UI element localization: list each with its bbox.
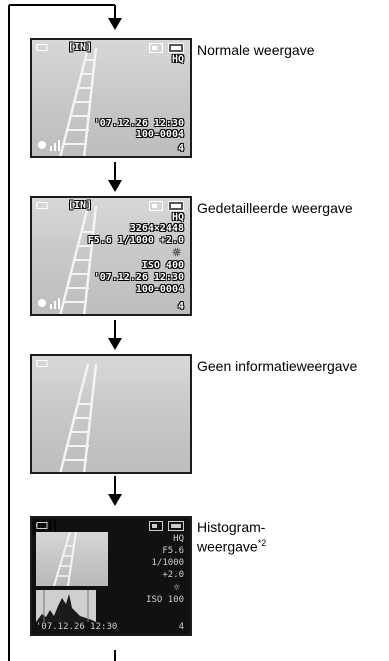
print-reserve-icon — [149, 201, 163, 211]
lcd-normal-display: [IN] HQ '07.12.26 12:30 100-0004 4 — [30, 38, 192, 158]
datetime: '07.12.26 12:30 — [93, 118, 184, 129]
lcd-no-info-display — [30, 354, 192, 474]
iso-value: ISO 100 — [146, 595, 184, 605]
quality-indicator: HQ — [171, 54, 184, 65]
iso-value: ISO 400 — [141, 260, 184, 271]
frame-number: 4 — [178, 622, 184, 632]
sound-signal-icon — [38, 140, 60, 151]
protect-icon — [168, 201, 184, 211]
label-histogram-display: Histogram- weergave*2 — [197, 519, 266, 555]
battery-icon — [36, 522, 48, 529]
shutter-speed: 1/1000 — [151, 558, 184, 568]
battery-icon — [36, 202, 48, 209]
exposure-compensation: +2.0 — [162, 570, 184, 580]
print-reserve-icon — [149, 43, 163, 53]
file-number: 100-0004 — [135, 129, 184, 140]
battery-icon — [36, 360, 48, 367]
ladder-image — [59, 206, 98, 314]
protect-icon — [168, 521, 184, 531]
footnote-marker: *2 — [257, 538, 267, 548]
frame-number: 4 — [177, 301, 184, 312]
memory-indicator: [IN] — [68, 200, 93, 211]
frame-number: 4 — [177, 143, 184, 154]
datetime: '07.12.26 12:30 — [93, 272, 184, 283]
lcd-histogram-display: [IN] HQ F5.6 1/1000 +2.0 ☼ ISO 100 '07.1… — [30, 516, 192, 636]
down-arrow-icon — [108, 494, 122, 506]
file-number: 100-0004 — [135, 284, 184, 295]
label-detailed-display: Gedetailleerde weergave — [197, 200, 353, 216]
quality-indicator: HQ — [171, 212, 184, 223]
histogram-graph — [36, 590, 96, 622]
protect-icon — [168, 43, 184, 53]
down-arrow-icon — [108, 180, 122, 192]
battery-icon — [36, 44, 48, 51]
print-reserve-icon — [149, 521, 163, 531]
aperture-value: F5.6 — [162, 546, 184, 556]
memory-indicator: [IN] — [68, 42, 93, 53]
datetime: '07.12.26 12:30 — [36, 622, 118, 632]
thumbnail-image — [36, 532, 108, 586]
label-line-2: weergave — [197, 538, 258, 555]
lcd-detailed-display: [IN] HQ 3264×2448 F5.6 1/1000 +2.0 ☼ ISO… — [30, 196, 192, 316]
ladder-image — [59, 48, 98, 156]
exposure-info: F5.6 1/1000 +2.0 — [87, 235, 184, 246]
white-balance-icon: ☼ — [173, 246, 180, 259]
white-balance-icon: ☼ — [173, 581, 180, 594]
quality-indicator: HQ — [173, 534, 184, 544]
sound-signal-icon — [38, 298, 60, 309]
ladder-image — [59, 364, 98, 472]
label-normal-display: Normale weergave — [197, 42, 315, 58]
down-arrow-icon — [108, 338, 122, 350]
label-line-1: Histogram- — [197, 519, 266, 535]
label-no-info-display: Geen informatieweergave — [197, 358, 358, 374]
down-arrow-icon — [108, 18, 122, 30]
resolution: 3264×2448 — [129, 223, 184, 234]
